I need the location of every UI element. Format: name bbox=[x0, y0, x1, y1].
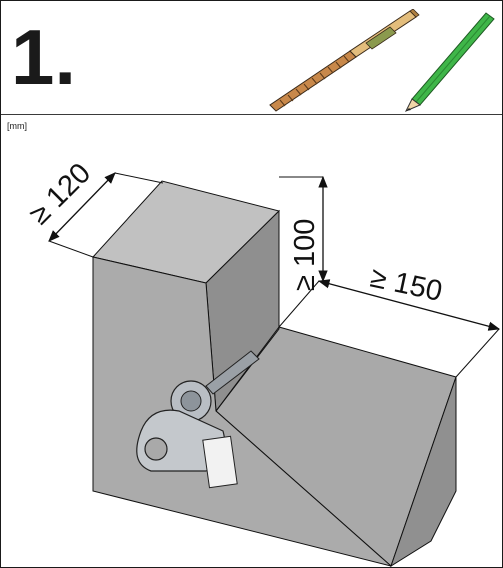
drill-icon bbox=[269, 9, 420, 112]
dimension-height: ≥ 100 bbox=[289, 219, 321, 291]
concrete-tall-block bbox=[92, 180, 392, 567]
dimension-depth: ≥ 120 bbox=[23, 157, 97, 231]
concrete-block-drawing: ≥ 120 ≥ 100 ≥ 150 bbox=[23, 157, 501, 567]
dimension-width: ≥ 150 bbox=[368, 262, 445, 308]
anchor-bolt-icon bbox=[136, 350, 260, 489]
step-header: 1. bbox=[1, 1, 502, 115]
step-number: 1. bbox=[11, 13, 77, 101]
units-label: [mm] bbox=[7, 121, 27, 131]
tools-illustration bbox=[269, 9, 495, 112]
concrete-lower-block bbox=[215, 326, 457, 567]
pencil-icon bbox=[404, 12, 495, 112]
